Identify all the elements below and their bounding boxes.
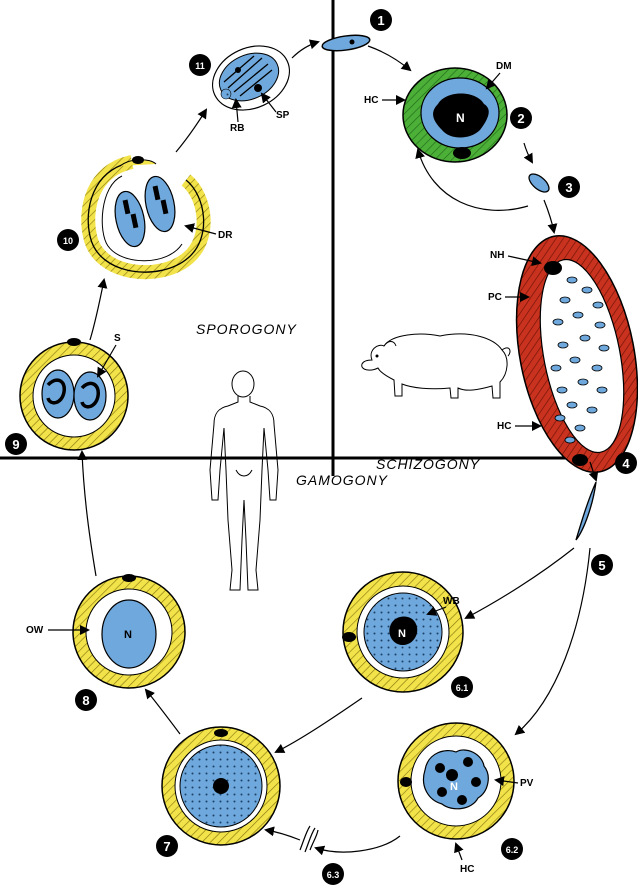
human-icon <box>210 371 278 590</box>
stage-1-sporozoite <box>321 33 370 54</box>
label-pc: PC <box>488 292 502 303</box>
label-dr: DR <box>218 230 233 241</box>
stage-7-zygote <box>162 727 280 845</box>
svg-text:9: 9 <box>12 437 19 452</box>
label-nh: NH <box>490 250 504 261</box>
label-sp: SP <box>276 110 290 121</box>
nucleus-label-2: N <box>456 111 465 125</box>
svg-text:6.3: 6.3 <box>327 870 340 880</box>
phase-label-schizogony: SCHIZOGONY <box>376 456 481 472</box>
svg-text:1: 1 <box>377 13 384 28</box>
label-hc-bottom: HC <box>460 864 474 875</box>
stage-5-merozoite <box>576 482 596 540</box>
svg-text:3: 3 <box>565 180 572 195</box>
svg-text:6.1: 6.1 <box>456 683 469 693</box>
stage-number-9: 9 <box>5 433 27 455</box>
svg-text:6.2: 6.2 <box>506 845 519 855</box>
svg-text:4: 4 <box>622 456 630 471</box>
svg-text:8: 8 <box>82 693 89 708</box>
stage-number-11: 11 <box>189 54 211 76</box>
stage-number-7: 7 <box>156 835 178 857</box>
phase-label-sporogony: SPOROGONY <box>196 321 297 337</box>
stage-number-3: 3 <box>558 176 580 198</box>
stage-10-sporulated-oocyst <box>88 156 203 272</box>
stage-number-4: 4 <box>615 452 637 474</box>
stage-6-3-microgametes <box>300 826 318 852</box>
stage-4-schizont-in-host-cell <box>498 225 638 482</box>
stage-number-5: 5 <box>591 554 613 576</box>
cycle-arrows <box>82 42 596 852</box>
stage-number-8: 8 <box>75 689 97 711</box>
stage-3-merozoite <box>526 171 552 196</box>
svg-text:5: 5 <box>598 558 605 573</box>
pig-icon <box>362 334 510 398</box>
stage-9-sporulating-oocyst <box>20 338 128 450</box>
stage-number-1: 1 <box>370 9 392 31</box>
nucleus-label-61: N <box>398 628 406 640</box>
stage-11-excysting-sporocyst <box>202 34 300 122</box>
stage-number-6-3: 6.3 <box>322 863 344 885</box>
stage-number-6-1: 6.1 <box>451 676 473 698</box>
stage-number-10: 10 <box>57 229 79 251</box>
svg-text:2: 2 <box>517 111 524 126</box>
label-rb: RB <box>230 123 244 134</box>
label-s: S <box>114 333 121 344</box>
label-ow: OW <box>26 625 44 636</box>
label-hc-mid: HC <box>497 421 511 432</box>
label-hc-top: HC <box>364 95 378 106</box>
label-wb: WB <box>443 596 460 607</box>
stage-number-6-2: 6.2 <box>501 838 523 860</box>
svg-text:7: 7 <box>163 839 170 854</box>
stage-number-2: 2 <box>510 107 532 129</box>
nucleus-label-8: N <box>124 629 132 641</box>
svg-text:10: 10 <box>63 236 73 246</box>
label-dm: DM <box>496 61 512 72</box>
label-pv: PV <box>520 778 534 789</box>
phase-label-gamogony: GAMOGONY <box>296 472 389 488</box>
svg-text:11: 11 <box>195 61 205 71</box>
nucleus-label-62: N <box>450 781 458 793</box>
